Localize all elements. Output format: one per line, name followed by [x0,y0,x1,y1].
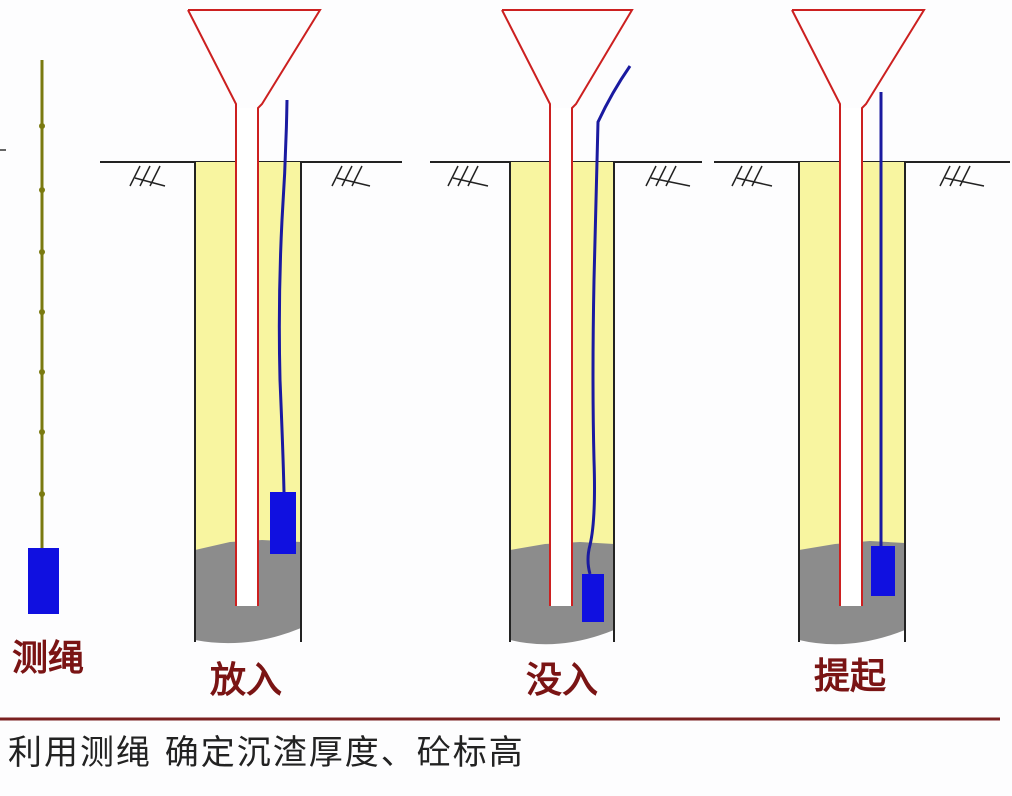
scene-submerge [430,9,702,645]
ground-hatch-right [939,165,985,187]
rope-insert [277,99,289,493]
rope-marker [39,429,45,435]
tremie-pipe-fill [236,108,258,606]
rope-marker [39,249,45,255]
ground-hatch-left [731,165,773,187]
rope-submerge [586,65,632,575]
weight-submerge [582,574,604,622]
label-insert: 放入 [210,659,283,701]
ground-hatch-right [645,165,691,187]
ground-hatch-left [129,165,166,187]
hopper-left-edge [501,9,551,606]
rope-weight [28,548,59,614]
rope-marker [39,309,45,315]
rope-markers [39,123,45,497]
diagram-caption: 利用测绳 确定沉渣厚度、砼标高 [8,733,525,773]
hopper-right-edge [792,9,926,606]
weight-insert [270,492,296,554]
ground-hatch-right [331,165,371,187]
ground-hatch-left [447,165,489,187]
hopper-left-edge [187,9,237,606]
rope-marker [39,123,45,129]
hopper-left-edge [791,9,841,606]
label-lift: 提起 [814,655,887,697]
label-rope: 测绳 [12,637,85,679]
rope-marker [39,187,45,193]
rope-marker [39,491,45,497]
hopper-right-edge [502,9,634,606]
label-submerge: 没入 [526,659,599,701]
scene-insert [100,9,402,644]
scene-lift [714,9,1010,645]
measuring-rope [0,60,59,614]
tremie-pipe-fill [840,108,862,606]
tremie-pipe-fill [550,108,572,606]
rope-marker [39,369,45,375]
weight-lift [871,546,895,596]
hopper-right-edge [188,9,322,606]
